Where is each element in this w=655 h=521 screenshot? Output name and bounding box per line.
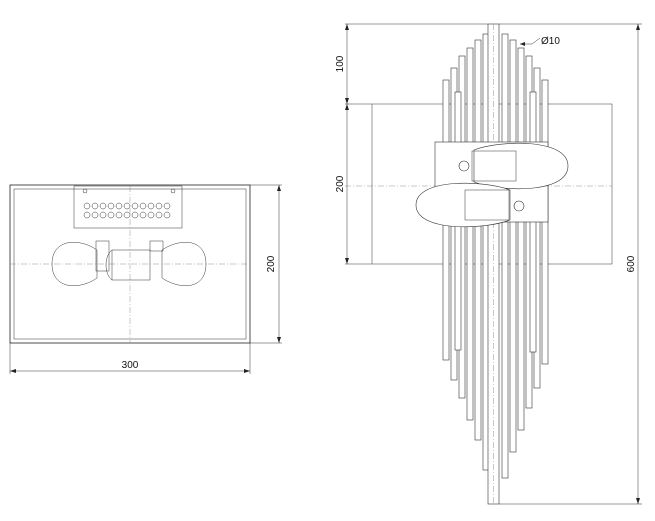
side-total-dimension: 600 [499, 23, 642, 505]
glass-tube [474, 39, 482, 441]
vent-hole [99, 211, 107, 219]
tube-diameter-callout: Ø10 [520, 36, 560, 47]
front-width-label: 300 [122, 360, 139, 371]
vent-hole [131, 202, 139, 210]
vent-hole [139, 211, 147, 219]
side-middle-label: 200 [335, 175, 346, 192]
bulb-center-cap [105, 249, 113, 281]
glass-tube [517, 47, 525, 431]
side-view [345, 23, 613, 505]
vent-hole [83, 211, 91, 219]
front-view [9, 184, 251, 344]
vent-hole [147, 211, 155, 219]
vent-hole [91, 202, 99, 210]
vent-hole [107, 202, 115, 210]
glass-tube [501, 33, 509, 479]
vent-hole [123, 211, 131, 219]
socket-left [95, 240, 110, 272]
vent-hole [99, 202, 107, 210]
mounting-bracket [73, 185, 183, 229]
vent-hole [147, 202, 155, 210]
front-height-label: 200 [266, 255, 277, 272]
vent-hole [155, 202, 163, 210]
tube-diameter-label: Ø10 [541, 36, 560, 47]
vent-hole [123, 202, 131, 210]
socket-knob-lower [513, 200, 525, 212]
socket-lower [464, 189, 510, 221]
vent-hole [91, 211, 99, 219]
vent-hole [115, 211, 123, 219]
bulb-upper [473, 142, 569, 190]
bulb-lower [415, 182, 511, 228]
vent-hole [163, 202, 171, 210]
bulb-left [51, 242, 98, 286]
side-vertical-dimensions: 100 200 [335, 23, 488, 265]
socket-upper [471, 150, 517, 182]
vent-hole [163, 211, 171, 219]
socket-knob-upper [458, 160, 470, 172]
vent-holes [83, 202, 171, 219]
socket-clip-right [149, 240, 164, 252]
vent-hole [115, 202, 123, 210]
glass-tube [509, 39, 517, 453]
bracket-screw-right [170, 188, 176, 194]
front-width-dimension: 300 [9, 343, 251, 374]
side-top-label: 100 [335, 55, 346, 72]
socket-center [111, 249, 151, 281]
bracket-screw-left [82, 188, 88, 194]
vent-hole [83, 202, 91, 210]
vent-hole [139, 202, 147, 210]
vent-hole [131, 211, 139, 219]
side-total-label: 600 [626, 255, 637, 272]
vent-hole [155, 211, 163, 219]
vent-hole [107, 211, 115, 219]
front-height-dimension: 200 [250, 184, 282, 344]
glass-tube [466, 47, 474, 421]
